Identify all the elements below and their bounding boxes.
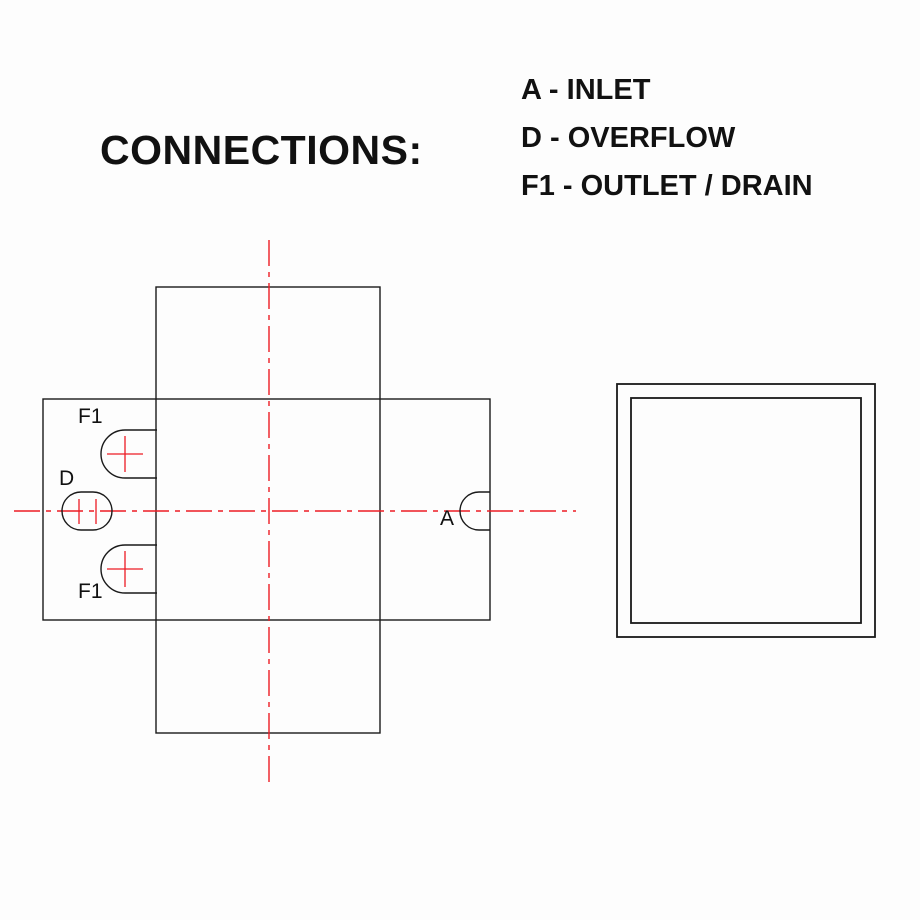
f1-top-port: F1 <box>78 405 157 479</box>
d-port: D <box>59 467 113 531</box>
legend-item-a-inlet: A - INLET <box>521 74 651 106</box>
f1-top-port-outline <box>100 429 157 479</box>
plan-vertical-rect <box>155 286 381 734</box>
f1-top-label: F1 <box>78 405 103 428</box>
legend-item-d-overflow: D - OVERFLOW <box>521 122 736 154</box>
side-view-inner-square <box>630 397 862 624</box>
legend: A - INLET D - OVERFLOW F1 - OUTLET / DRA… <box>521 74 813 218</box>
d-label: D <box>59 467 74 490</box>
d-port-outline <box>61 491 113 531</box>
plan-view <box>42 286 491 734</box>
a-label: A <box>440 507 454 530</box>
f1-bottom-port-outline <box>100 544 157 594</box>
f1-bottom-label: F1 <box>78 580 103 603</box>
side-view <box>616 383 876 638</box>
a-port-outline <box>459 491 490 531</box>
f1-bottom-port: F1 <box>78 544 157 603</box>
plan-horizontal-rect <box>42 398 491 621</box>
legend-item-f1-outlet-drain: F1 - OUTLET / DRAIN <box>521 170 813 202</box>
page-title: CONNECTIONS: <box>100 127 423 173</box>
a-port: A <box>440 491 490 531</box>
centerlines <box>14 240 576 782</box>
side-view-outer-square <box>616 383 876 638</box>
